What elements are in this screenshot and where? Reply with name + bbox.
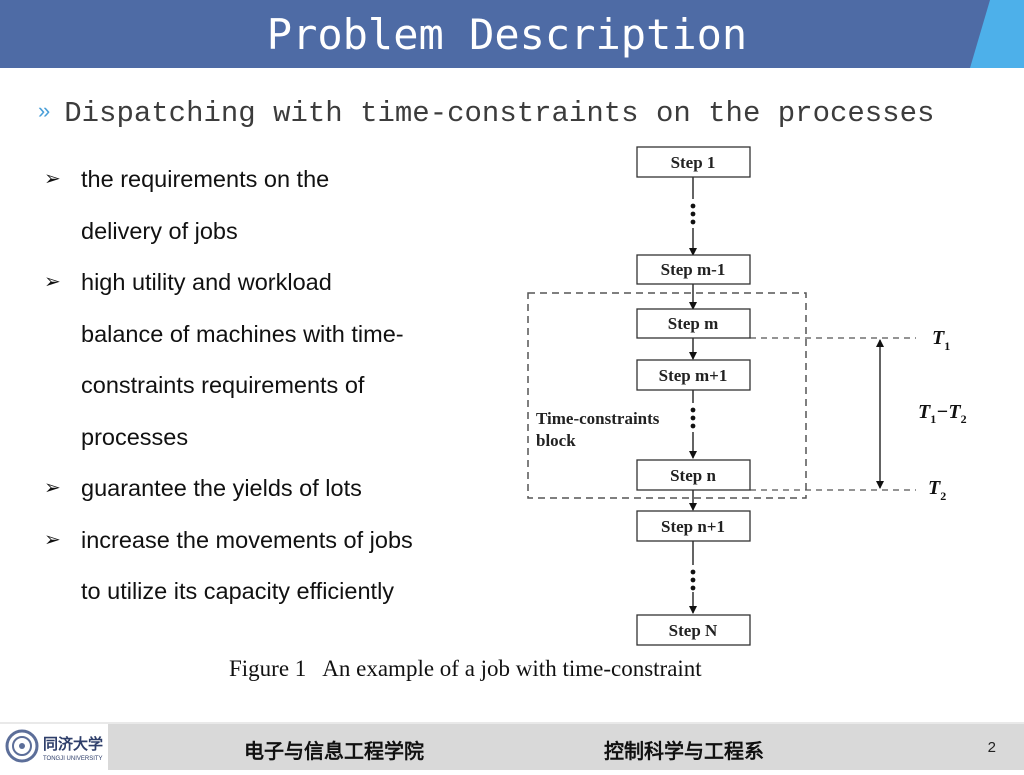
slide-subtitle: » Dispatching with time-constraints on th… bbox=[38, 96, 934, 132]
bullet-list: ➢ the requirements on the delivery of jo… bbox=[44, 154, 494, 618]
bullet-line: processes bbox=[81, 423, 189, 450]
bullet-line: guarantee the yields of lots bbox=[81, 475, 362, 501]
corner-accent bbox=[970, 0, 1024, 68]
corner-decoration bbox=[970, 0, 1024, 68]
university-emblem-icon: 同济大学 TONGJI UNIVERSITY bbox=[5, 729, 103, 763]
subtitle-marker: » bbox=[38, 98, 51, 123]
ellipsis-dot bbox=[690, 585, 696, 591]
step-box bbox=[636, 359, 751, 391]
school-name-left: 电子与信息工程学院 bbox=[244, 739, 424, 763]
bullet-line: increase the movements of jobs bbox=[81, 526, 413, 553]
step-label: Step m+1 bbox=[659, 366, 728, 385]
logo-wordmark: 同济大学 bbox=[43, 735, 103, 753]
ellipsis-dot bbox=[690, 211, 696, 217]
bullet-line: balance of machines with time- bbox=[81, 320, 404, 347]
arrow-bullet-icon: ➢ bbox=[44, 477, 61, 499]
bullet-item: ➢ increase the movements of jobs to util… bbox=[44, 515, 494, 618]
step-label: Step m-1 bbox=[661, 260, 726, 279]
ellipsis-dot bbox=[690, 415, 696, 421]
block-label: Time-constraints bbox=[536, 409, 660, 428]
step-label: Step m bbox=[668, 314, 719, 333]
bullet-line: the requirements on the bbox=[81, 166, 330, 192]
bullet-item: ➢ guarantee the yields of lots bbox=[44, 463, 494, 515]
subtitle-text: Dispatching with time-constraints on the… bbox=[64, 97, 935, 130]
bullet-line: high utility and workload bbox=[81, 269, 332, 295]
slide-title: Problem Description bbox=[266, 10, 748, 59]
time-constraints-block bbox=[527, 292, 807, 499]
ellipsis-dot bbox=[690, 577, 696, 583]
block-label: block bbox=[536, 431, 576, 450]
bullet-line: delivery of jobs bbox=[81, 217, 238, 244]
step-label: Step n+1 bbox=[661, 517, 725, 536]
school-name-right: 控制科学与工程系 bbox=[604, 739, 764, 763]
bullet-item: ➢ high utility and workload balance of m… bbox=[44, 257, 494, 463]
t2-label: T2 bbox=[928, 477, 946, 503]
footer-bar: 同济大学 TONGJI UNIVERSITY 电子与信息工程学院 控制科学与工程… bbox=[0, 722, 1024, 770]
step-label: Step N bbox=[669, 621, 718, 640]
step-box bbox=[636, 146, 751, 178]
ellipsis-dot bbox=[690, 569, 696, 575]
ellipsis-dot bbox=[690, 219, 696, 225]
step-label: Step 1 bbox=[671, 153, 716, 172]
t1-label: T1 bbox=[932, 327, 950, 353]
arrow-bullet-icon: ➢ bbox=[44, 168, 61, 190]
page-number: 2 bbox=[987, 739, 996, 756]
step-box bbox=[636, 459, 751, 491]
step-label: Step n bbox=[670, 466, 716, 485]
ellipsis-dot bbox=[690, 423, 696, 429]
bullet-item: ➢ the requirements on the delivery of jo… bbox=[44, 154, 494, 257]
step-box bbox=[636, 510, 751, 542]
step-box bbox=[636, 308, 751, 339]
t-difference-label: T1−T2 bbox=[918, 401, 967, 426]
logo-subtext: TONGJI UNIVERSITY bbox=[43, 756, 103, 762]
university-logo: 同济大学 TONGJI UNIVERSITY bbox=[0, 724, 108, 770]
figure-caption: Figure 1 An example of a job with time-c… bbox=[229, 656, 702, 681]
title-bar: Problem Description bbox=[0, 0, 1024, 68]
ellipsis-dot bbox=[690, 407, 696, 413]
ellipsis-dot bbox=[690, 203, 696, 209]
step-box bbox=[636, 614, 751, 646]
step-box bbox=[636, 254, 751, 285]
bullet-line: to utilize its capacity efficiently bbox=[81, 578, 395, 604]
arrow-bullet-icon: ➢ bbox=[44, 271, 61, 293]
arrow-bullet-icon: ➢ bbox=[44, 528, 61, 551]
bullet-line: constraints requirements of bbox=[81, 372, 365, 398]
